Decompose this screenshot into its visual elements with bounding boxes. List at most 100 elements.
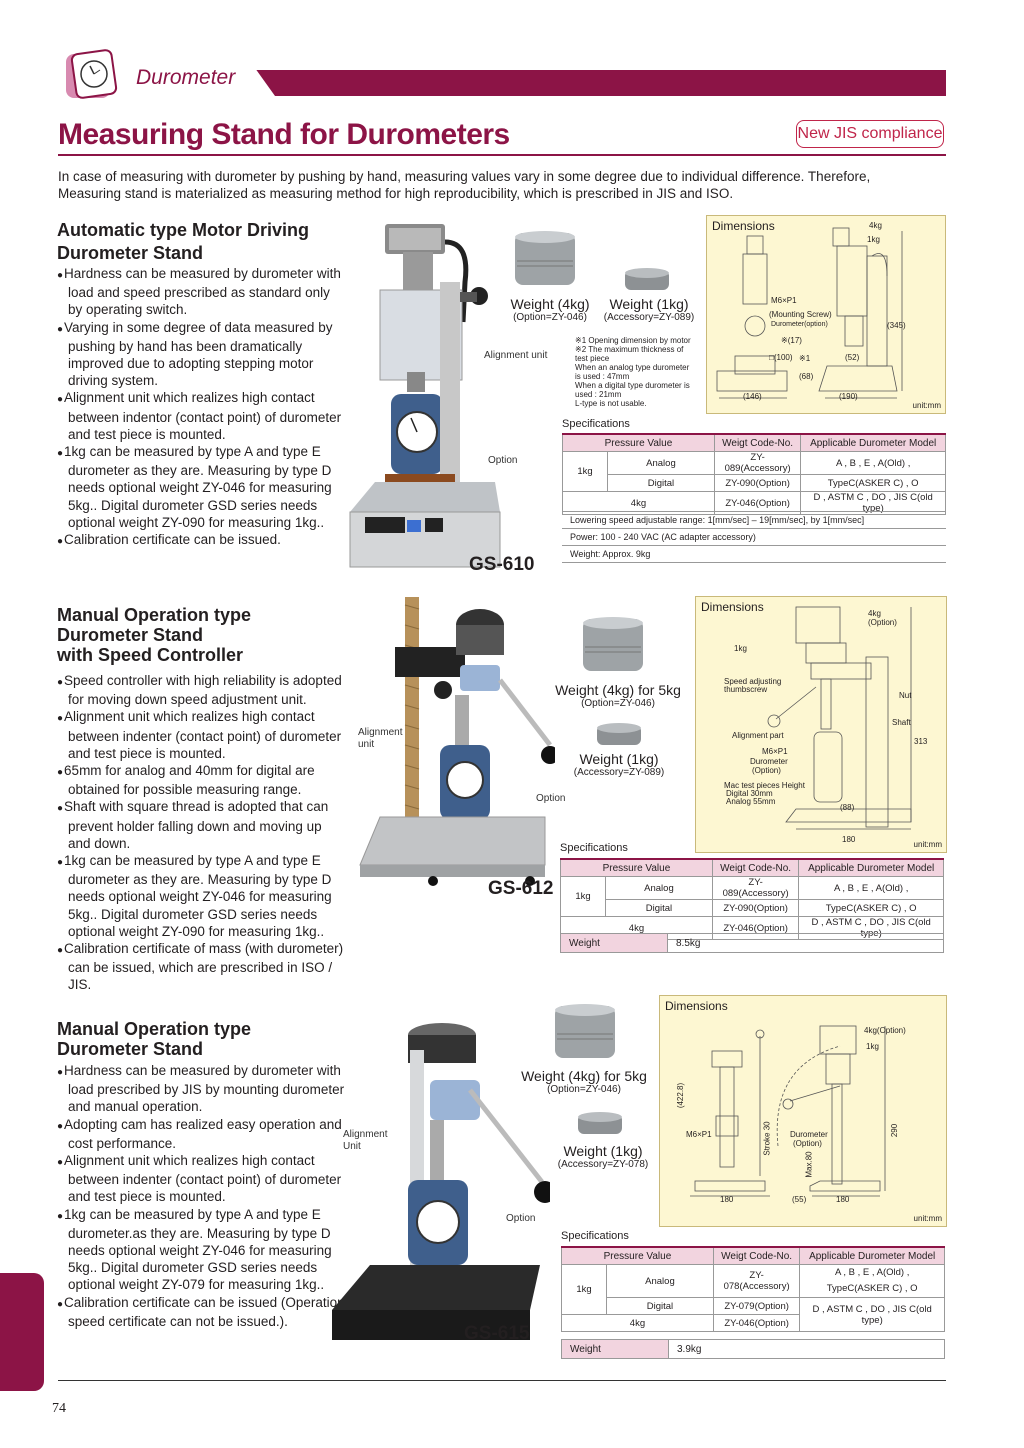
dim-label: (Option) [793,1139,822,1148]
dim-label: Mac test pieces Height [724,781,805,790]
unit-label: unit:mm [913,840,942,849]
table-header: Applicable Durometer Model [799,1246,945,1265]
title-divider [58,154,946,156]
dim-label: Alignment part [732,731,784,740]
table-cell: ZY-090(Option) [713,474,802,492]
gs610-extra-specs: Lowering speed adjustable range: 1[mm/se… [562,511,946,563]
dim-label: ※(17) [781,336,802,345]
label-line: Alignment [358,727,403,738]
side-tab [0,1273,44,1391]
header-tab [120,70,275,96]
weight-1kg-photo [624,266,670,292]
caption-sub: (Option=ZY-046) [513,312,587,323]
dim-label: Digital 30mm [726,789,773,798]
table-cell: ZY-046(Option) [712,1314,801,1332]
dim-label: Analog 55mm [726,797,776,806]
list-item: Hardness can be measured by durometer wi… [57,1062,347,1116]
table-cell: 1kg [560,876,606,917]
weight-4kg-caption: Weight (4kg) for 5kg (Option=ZY-046) [548,682,688,710]
dim-label: (52) [845,353,860,362]
note-line: L-type is not usable. [575,399,647,408]
section-label: Durometer [136,66,236,89]
unit-label: unit:mm [912,401,941,410]
list-item: Speed controller with high reliability i… [57,672,347,708]
dim-label: (55) [792,1195,807,1204]
page-title: Measuring Stand for Durometers [58,118,510,151]
table-cell: ZY-089(Accessory) [711,876,800,900]
note-line: used : 21mm [575,390,622,399]
caption-text: Weight (4kg) [510,296,590,312]
caption-text: Weight (4kg) for 5kg [555,682,681,698]
table-cell: TypeC(ASKER C) , O [800,474,946,492]
intro-line: Measuring stand is materialized as measu… [58,186,734,201]
dimensions-title: Dimensions [701,600,764,614]
note-line: ※1 Opening dimension by motor [575,336,691,345]
caption-text: Weight (1kg) [579,751,659,767]
table-cell: D , ASTM C , DO , JIS C(old type) [799,1297,945,1332]
dim-label: 4kg [868,609,881,618]
dim-label: □(100) [769,353,793,362]
title-line: with Speed Controller [57,645,244,665]
gs615-description: Manual Operation type Durometer Stand Ha… [57,1019,347,1330]
list-item: Varying in some degree of data measured … [57,319,347,390]
weight-4kg-caption: Weight (4kg) for 5kg (Option=ZY-046) [514,1068,654,1096]
dim-label: 313 [914,737,928,746]
table-cell: ZY-090(Option) [711,899,800,917]
table-cell: Weight [560,933,668,953]
weight-1kg-caption: Weight (1kg) (Accessory=ZY-078) [548,1143,658,1171]
dim-label: Shaft [892,718,911,727]
table-cell: Digital [607,474,715,492]
gs612-title: Manual Operation type Durometer Stand wi… [57,605,347,665]
table-header: Pressure Value [561,1246,714,1265]
note-line: test piece [575,354,610,363]
gs610-bullets: Hardness can be measured by durometer wi… [57,265,347,550]
weight-1kg-photo [596,721,642,747]
gs615-model: GS-615 [464,1323,530,1344]
dim-label: (Mounting Screw) [769,310,832,319]
weight-1kg-caption: Weight (1kg) (Accessory=ZY-089) [564,751,674,779]
dim-label: (Option) [868,618,897,627]
gs612-bullets: Speed controller with high reliability i… [57,672,347,994]
gs615-photo [330,1010,556,1350]
dim-label: Durometer [750,757,788,766]
gs615-dimensions: Dimensions 4kg(Option) 1kg M6×P1 (422.8)… [659,995,947,1227]
table-cell: 1kg [562,451,608,492]
caption-text: Weight (1kg) [609,296,689,312]
dim-label: Durometer [790,1130,828,1139]
table-cell: 4kg [561,1314,714,1332]
dim-label: thumbscrew [724,685,768,694]
spec-line: Weight: Approx. 9kg [562,546,946,563]
table-cell: Analog [605,876,713,900]
unit-label: unit:mm [913,1214,942,1223]
weight-1kg-photo [577,1110,623,1136]
table-cell: Weight [561,1339,669,1359]
weight-4kg-photo [553,1002,617,1062]
dim-label: Durometer(option) [771,321,828,328]
weight-4kg-photo [513,229,577,289]
table-cell: ZY-079(Option) [712,1297,801,1315]
dim-label: (190) [839,392,858,401]
table-cell: ZY-078(Accessory) [712,1264,801,1298]
table-cell: TypeC(ASKER C) , O [798,899,944,917]
gs615-spec-label: Specifications [561,1230,629,1242]
list-item: Alignment unit which realizes high conta… [57,1152,347,1206]
gs612-dimensions: Dimensions 4kg (Option) 1kg Speed adjust… [695,596,947,853]
note-line: ※2 The maximum thickness of [575,345,684,354]
weight-4kg-caption: Weight (4kg) (Option=ZY-046) [505,296,595,324]
dim-label: Max.80 [804,1151,814,1178]
gs610-title: Automatic type Motor Driving Durometer S… [57,220,347,263]
table-cell: A , B , E , A(Old) , [798,876,944,900]
alignment-label: Alignment unit [484,350,548,361]
title-line: Durometer Stand [57,625,204,645]
